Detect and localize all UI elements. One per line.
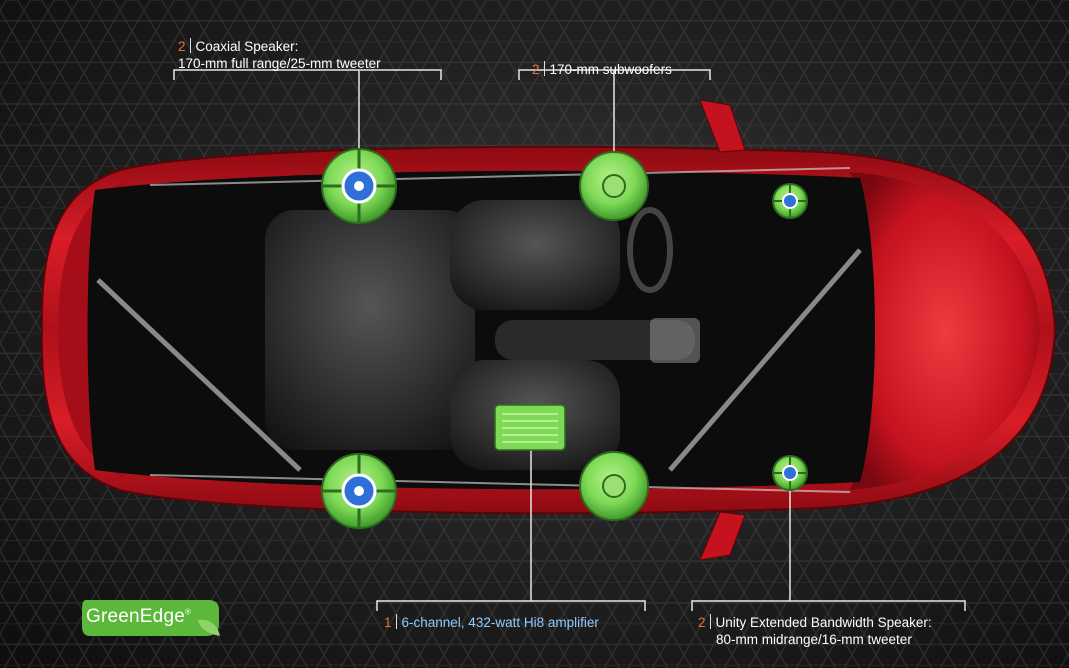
unity-bracket xyxy=(691,600,966,611)
subwoofer-top xyxy=(579,151,649,221)
rear-seat xyxy=(265,210,475,450)
amplifier-bracket xyxy=(376,600,646,611)
front-seat-left xyxy=(450,200,620,310)
coaxial-spec: 170-mm full range/25-mm tweeter xyxy=(178,56,381,71)
coaxial-callout: 2 Coaxial Speaker: 170-mm full range/25-m… xyxy=(178,38,381,72)
unity-count: 2 xyxy=(698,615,706,630)
center-console xyxy=(495,320,695,360)
unity-callout: 2 Unity Extended Bandwidth Speaker: 80-mm… xyxy=(698,614,932,648)
mirror-bottom xyxy=(699,511,746,561)
car-hood xyxy=(850,172,1040,490)
car-top-view xyxy=(40,99,1057,561)
greenedge-logo-text: GreenEdge® xyxy=(86,606,192,627)
coaxial-count: 2 xyxy=(178,39,186,54)
amplifier-callout: 1 6-channel, 432-watt Hi8 amplifier xyxy=(384,614,599,631)
amplifier-label: 6-channel, 432-watt Hi8 amplifier xyxy=(401,615,599,630)
mirror-top xyxy=(699,99,746,153)
greenedge-logo xyxy=(82,600,220,636)
unity-speaker-bottom xyxy=(772,455,808,491)
unity-speaker-top xyxy=(772,183,808,219)
coaxial-title: Coaxial Speaker: xyxy=(195,39,299,54)
subwoofers-count: 2 xyxy=(532,62,540,77)
subwoofers-label: 170-mm subwoofers xyxy=(549,62,672,77)
subwoofers-callout: 2 170-mm subwoofers xyxy=(532,61,672,78)
amplifier xyxy=(494,404,566,451)
coaxial-speaker-top xyxy=(321,148,397,224)
subwoofer-bottom xyxy=(579,451,649,521)
unity-spec: 80-mm midrange/16-mm tweeter xyxy=(716,632,912,647)
leader-lines xyxy=(173,69,966,611)
amplifier-count: 1 xyxy=(384,615,392,630)
unity-title: Unity Extended Bandwidth Speaker: xyxy=(715,615,932,630)
coaxial-bracket xyxy=(173,69,442,80)
steering-wheel xyxy=(627,207,673,293)
coaxial-speaker-bottom xyxy=(321,453,397,529)
